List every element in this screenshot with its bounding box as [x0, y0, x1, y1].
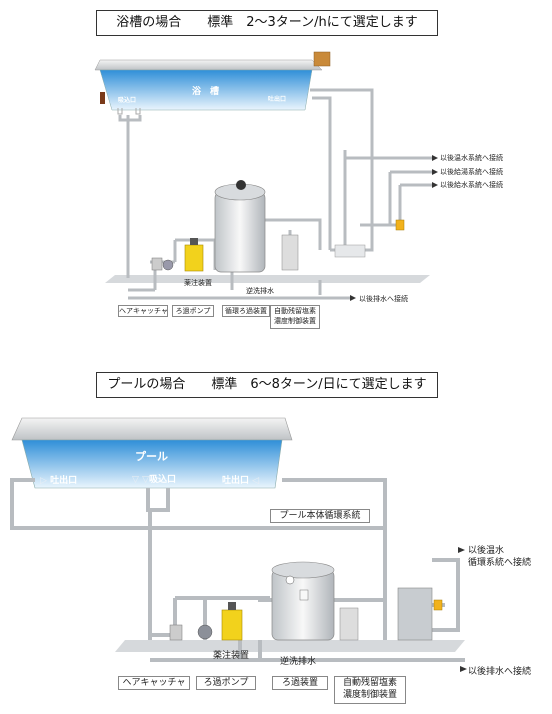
pool-equipment-pump: ろ過ポンプ	[196, 676, 256, 690]
pool-hair-catcher	[169, 624, 183, 641]
bath-diagram	[94, 51, 438, 301]
bath-hair-catcher	[151, 257, 163, 271]
bath-floor	[105, 275, 430, 283]
pool-diagram	[10, 417, 467, 672]
pool-title: プールの場合 標準 6～8ターン/日にて選定します	[96, 372, 438, 398]
pool-outlet-right-text: 吐出口	[222, 476, 250, 486]
bath-connection-water-supply: 以後給水系統へ接続	[440, 181, 503, 189]
bath-tank-rim	[94, 59, 323, 71]
bath-pump	[162, 259, 174, 271]
pool-backwash-label: 逆洗排水	[280, 657, 317, 667]
pool-connection-line1: 以後温水	[468, 546, 505, 556]
bath-outlet-label: 吐出口	[268, 96, 287, 103]
bath-control-label: 自動残留塩素 濃度制御装置	[270, 305, 320, 329]
pool-heat-exchanger	[397, 587, 433, 641]
pool-equipment-filter: ろ過装置	[272, 676, 328, 690]
bath-control-label-line2: 濃度制御装置	[274, 317, 316, 325]
bath-intake-label: 吸込口	[118, 97, 137, 104]
pool-control-device	[339, 607, 359, 641]
bath-backwash-label: 逆洗排水	[246, 287, 274, 295]
pool-tank	[21, 439, 283, 489]
pool-chem-label: 薬注装置	[213, 651, 250, 661]
pool-circuit-label: プール本体循環系統	[270, 509, 370, 523]
pool-tank-rim	[11, 417, 293, 441]
pool-outlet-right-label: 吐出口 ◁	[222, 473, 259, 486]
pool-chem-tank	[221, 609, 243, 641]
bath-equipment-filter: 循環ろ過装置	[222, 305, 270, 317]
pool-floor	[115, 640, 465, 652]
bath-control-device	[281, 234, 299, 271]
bath-filter-vessel	[214, 191, 266, 273]
bath-control-label-line1: 自動残留塩素	[274, 307, 316, 315]
pool-connection-label: 以後温水 循環系統へ接続	[468, 545, 531, 569]
bath-connection-hot-water: 以後温水系統へ接続	[440, 154, 503, 162]
pool-intake-arrow-icon-2: ▽	[142, 475, 149, 485]
bath-tank-label: 浴 槽	[192, 87, 220, 97]
bath-equipment-pump: ろ過ポンプ	[172, 305, 214, 317]
bath-overflow-box	[313, 51, 331, 67]
pool-control-label-line2: 濃度制御装置	[342, 690, 397, 700]
pool-outlet-right-arrow-icon: ◁	[249, 476, 260, 486]
bath-equipment-hair-catcher: ヘアキャッチャ	[118, 305, 168, 317]
bath-connection-hot-supply: 以後給湯系統へ接続	[440, 168, 503, 176]
pool-intake-text: 吸込口	[148, 475, 176, 485]
pool-outlet-left-label: ▷ 吐出口	[40, 473, 77, 486]
pool-control-label: 自動残留塩素 濃度制御装置	[334, 676, 406, 704]
pool-equipment-hair-catcher: ヘアキャッチャ	[118, 676, 190, 690]
bath-title: 浴槽の場合 標準 2～3ターン/hにて選定します	[96, 10, 438, 36]
pool-intake-arrow-icon-1: ▽	[132, 475, 143, 485]
pool-intake-label: ▽ ▽吸込口	[132, 472, 176, 485]
pool-pump	[197, 624, 213, 640]
pool-connection-line2: 循環系統へ接続	[468, 558, 532, 568]
bath-tank	[99, 69, 313, 111]
pool-drain-label: 以後排水へ接続	[468, 667, 532, 677]
pool-tank-label: プール	[135, 450, 168, 463]
pool-outlet-left-arrow-icon: ▷	[40, 476, 51, 486]
pool-filter-vessel	[271, 569, 335, 641]
bath-chem-label: 薬注装置	[184, 279, 212, 287]
bath-drain-label: 以後排水へ接続	[359, 295, 408, 303]
pool-outlet-left-text: 吐出口	[50, 476, 78, 486]
pool-control-label-line1: 自動残留塩素	[342, 678, 397, 688]
bath-chem-tank	[184, 244, 204, 272]
